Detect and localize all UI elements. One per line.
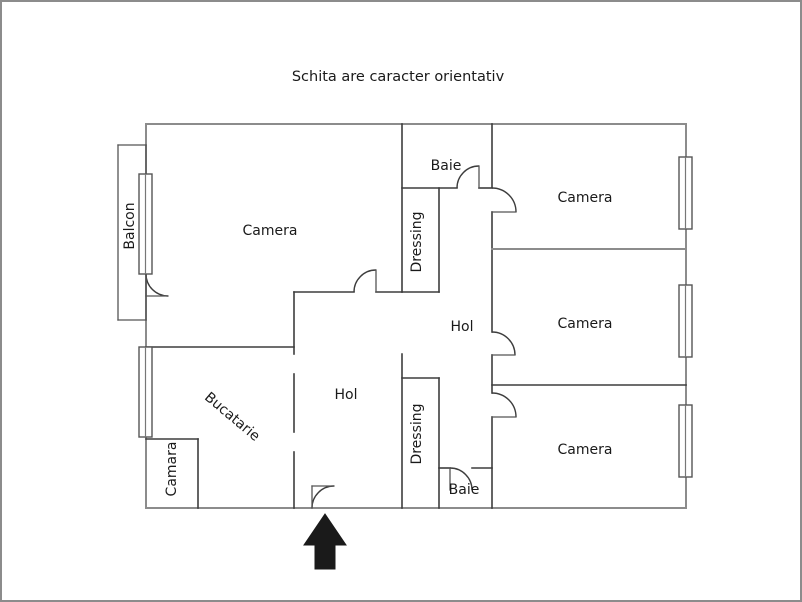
room-label-dressing-bottom: Dressing	[409, 403, 425, 464]
entrance-arrow	[303, 513, 347, 570]
room-labels: Balcon Camera Baie Dressing Camera Camer…	[122, 158, 612, 498]
room-label-camara: Camara	[164, 442, 180, 497]
room-label-hol-upper: Hol	[451, 319, 474, 335]
door-arcs	[145, 165, 517, 509]
windows	[138, 156, 693, 478]
room-label-balcon: Balcon	[122, 202, 138, 249]
page-title: Schita are caracter orientativ	[292, 69, 505, 85]
room-label-camera-main: Camera	[243, 223, 298, 239]
room-label-dressing-top: Dressing	[409, 211, 425, 272]
room-label-camera-ne: Camera	[558, 190, 613, 206]
room-label-baie-top: Baie	[431, 158, 462, 174]
room-label-camera-se: Camera	[558, 442, 613, 458]
room-label-camera-e: Camera	[558, 316, 613, 332]
room-label-hol-lower: Hol	[335, 387, 358, 403]
room-label-baie-bottom: Baie	[449, 482, 480, 498]
room-label-bucatarie: Bucatarie	[201, 389, 263, 444]
interior-walls	[145, 123, 687, 509]
